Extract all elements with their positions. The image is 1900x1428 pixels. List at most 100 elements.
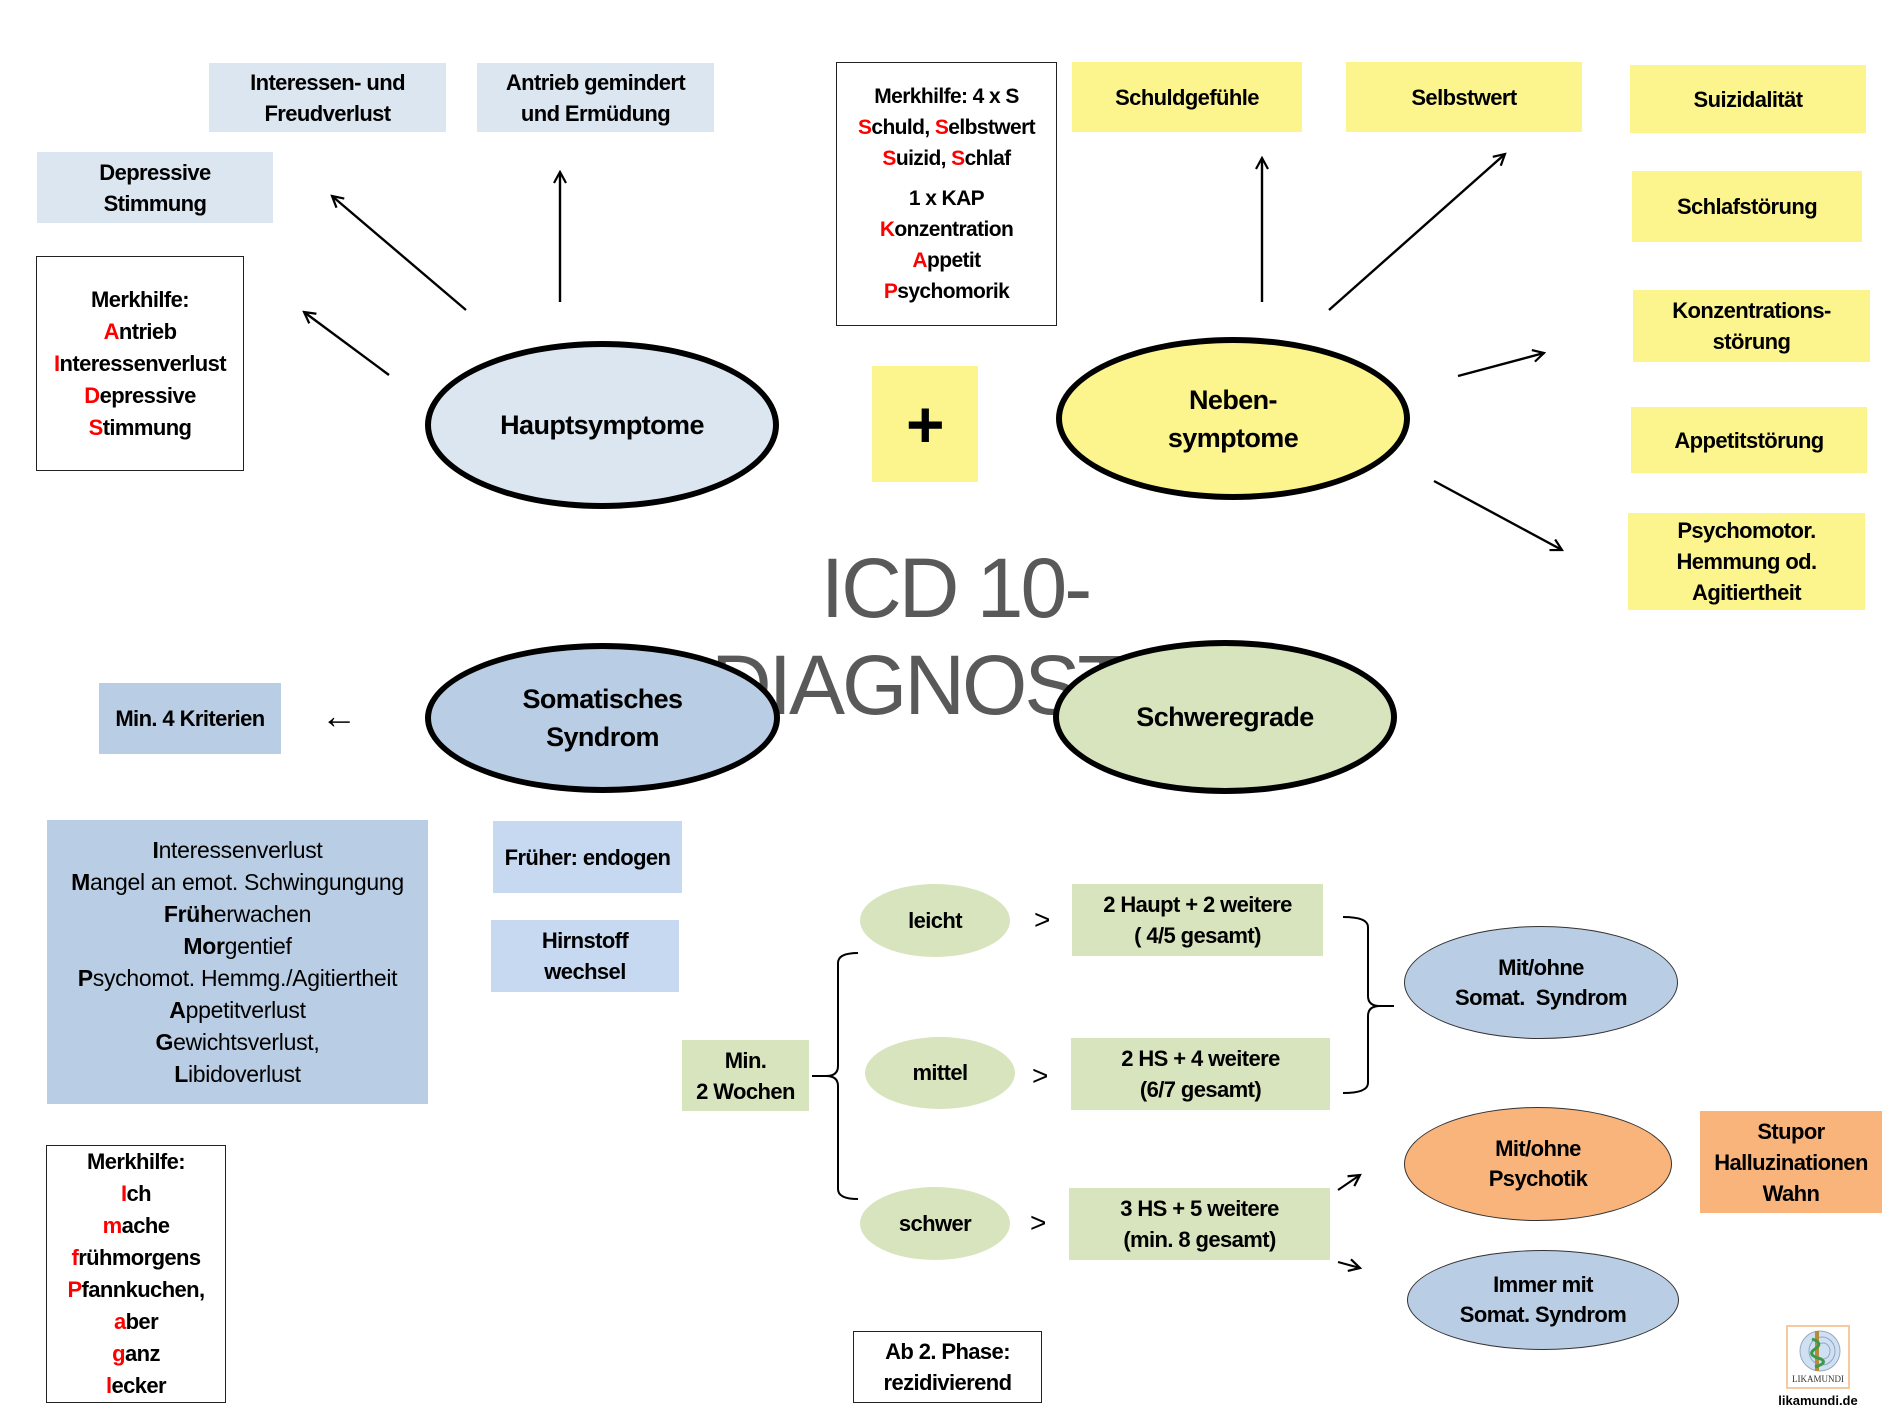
criteria-line1: 2 Haupt + 2 weitere	[1103, 892, 1292, 917]
node-somatisches-syndrom: Somatisches Syndrom	[425, 643, 780, 793]
criteria-line1: 2 HS + 4 weitere	[1121, 1046, 1280, 1071]
criteria-schwer: 3 HS + 5 weitere (min. 8 gesamt)	[1069, 1188, 1330, 1260]
criterion-item: Interessenverlust	[152, 837, 323, 863]
mnemonic-heading: Merkhilfe:	[91, 286, 190, 312]
symptom-label: Konzentrations- störung	[1672, 298, 1831, 354]
symptom-label: Antrieb gemindert und Ermüdung	[505, 69, 686, 126]
outcome-immer-mit-somat: Immer mit Somat. Syndrom	[1407, 1250, 1679, 1350]
symptom-schuldgefuehle: Schuldgefühle	[1072, 62, 1302, 132]
mnemonic-line: Antrieb	[103, 318, 177, 344]
symptom-label: Schuldgefühle	[1115, 84, 1259, 110]
outcome-line2: Somat. Syndrom	[1459, 1302, 1627, 1327]
severity-label: schwer	[898, 1210, 972, 1236]
symptom-label: Schlafstörung	[1676, 194, 1818, 219]
node-label: Hauptsymptome	[500, 410, 704, 440]
min-criteria-label: Min. 4 Kriterien	[115, 706, 265, 731]
neurotransmitter-box: Hirnstoff wechsel	[491, 920, 679, 992]
criteria-leicht: 2 Haupt + 2 weitere ( 4/5 gesamt)	[1072, 884, 1323, 956]
symptom-label: Interessen- und Freudverlust	[250, 69, 405, 126]
mnemonic-line: Ich	[121, 1181, 152, 1206]
neuro-line2: wechsel	[544, 959, 626, 984]
node-label-line1: Somatisches	[522, 684, 684, 714]
symptom-psychomotor: Psychomotor. Hemmung od. Agitiertheit	[1628, 513, 1865, 610]
mnemonic-line: Konzentration	[879, 218, 1014, 241]
mnemonic-line: frühmorgens	[71, 1245, 201, 1270]
outcome-line1: Immer mit	[1493, 1272, 1593, 1297]
criteria-line2: (6/7 gesamt)	[1139, 1077, 1262, 1102]
severity-leicht: leicht	[860, 884, 1010, 957]
likamundi-logo: LIKAMUNDI	[1786, 1325, 1850, 1389]
mnemonic-line: Psychomorik	[883, 280, 1010, 303]
caduceus-icon	[1790, 1330, 1846, 1384]
mnemonic-line: Schuld, Selbstwert	[857, 116, 1036, 139]
symptom-interessenverlust: Interessen- und Freudverlust	[209, 63, 446, 132]
mnemonic-line: ganz	[112, 1341, 160, 1366]
criterion-item: Psychomot. Hemmg./Agitiertheit	[77, 965, 398, 991]
mnemonic-heading: Merkhilfe:	[87, 1149, 186, 1174]
feature-item: Halluzinationen	[1714, 1149, 1868, 1175]
website-link[interactable]: likamundi.de	[1778, 1393, 1858, 1408]
criterion-item: Morgentief	[183, 933, 292, 959]
mnemonic-line: aber	[113, 1309, 159, 1334]
mnemonic-line: Interessenverlust	[53, 350, 227, 376]
symptom-suizidalitaet: Suizidalität	[1630, 65, 1866, 133]
arrow-to-interessen	[332, 196, 467, 311]
psychotic-features-box: Stupor Halluzinationen Wahn	[1700, 1111, 1882, 1213]
mnemonic-line: Depressive	[84, 382, 196, 408]
outcome-mit-ohne-psychotik: Mit/ohne Psychotik	[1404, 1107, 1672, 1221]
node-label: Schweregrade	[1136, 702, 1314, 732]
min-criteria-box: Min. 4 Kriterien	[99, 683, 281, 754]
symptom-label: Suizidalität	[1693, 86, 1804, 112]
plus-icon: +	[906, 387, 945, 461]
arrow-to-immer-mit	[1337, 1262, 1360, 1268]
criteria-mittel: 2 HS + 4 weitere (6/7 gesamt)	[1071, 1038, 1330, 1110]
arrow-left-icon: ←	[321, 695, 357, 736]
duration-box: Min. 2 Wochen	[682, 1040, 809, 1111]
mnemonic-heading: Merkhilfe: 4 x S	[874, 85, 1019, 108]
criterion-item: Gewichtsverlust,	[155, 1029, 320, 1055]
symptom-selbstwert: Selbstwert	[1346, 62, 1582, 132]
outcome-line1: Mit/ohne	[1498, 954, 1584, 980]
symptom-appetitstoerung: Appetitstörung	[1631, 407, 1867, 473]
criterion-item: Libidoverlust	[174, 1061, 301, 1087]
criterion-item: Früherwachen	[163, 901, 312, 927]
arrow-to-merkhilfe-aids	[304, 312, 390, 376]
criteria-line1: 3 HS + 5 weitere	[1120, 1196, 1279, 1221]
outcome-line2: Somat. Syndrom	[1455, 984, 1628, 1010]
arrow-to-konzentration	[1457, 353, 1544, 378]
symptom-label: Psychomotor. Hemmung od. Agitiertheit	[1676, 518, 1817, 605]
node-hauptsymptome: Hauptsymptome	[425, 341, 779, 509]
severity-mittel: mittel	[865, 1037, 1015, 1109]
mnemonic-line: mache	[102, 1213, 170, 1238]
duration-line2: 2 Wochen	[696, 1078, 795, 1104]
mnemonic-4s-kap: Merkhilfe: 4 x S Schuld, Selbstwert Suiz…	[836, 62, 1057, 326]
somatic-criteria-list: Interessenverlust Mangel an emot. Schwin…	[47, 820, 428, 1104]
mnemonic-line: Pfannkuchen,	[67, 1277, 205, 1302]
node-nebensymptome: Neben- symptome	[1056, 337, 1410, 500]
plus-box: +	[872, 366, 978, 482]
feature-item: Wahn	[1762, 1180, 1820, 1206]
outcome-line1: Mit/ohne	[1495, 1136, 1581, 1161]
criteria-line2: (min. 8 gesamt)	[1123, 1227, 1276, 1252]
outcome-mit-ohne-somat: Mit/ohne Somat. Syndrom	[1404, 926, 1678, 1039]
chevron-right-icon: >	[1032, 1060, 1049, 1091]
node-label-line1: Neben-	[1189, 384, 1278, 415]
neuro-line1: Hirnstoff	[541, 928, 629, 953]
criterion-item: Appetitverlust	[169, 997, 306, 1023]
mnemonic-line: Suizid, Schlaf	[882, 147, 1011, 170]
arrow-to-selbstwert	[1328, 154, 1505, 311]
symptom-antrieb: Antrieb gemindert und Ermüdung	[477, 63, 714, 132]
node-label-line2: Syndrom	[546, 722, 659, 752]
criteria-line2: ( 4/5 gesamt)	[1134, 923, 1261, 948]
severity-schwer: schwer	[860, 1187, 1010, 1260]
formerly-endogenous-box: Früher: endogen	[493, 821, 682, 893]
bracket-left	[812, 952, 859, 1200]
logo-wordmark: LIKAMUNDI	[1792, 1374, 1844, 1384]
symptom-depressive-stimmung: Depressive Stimmung	[37, 152, 273, 223]
arrow-to-psychotik	[1337, 1175, 1360, 1191]
duration-line1: Min.	[724, 1047, 767, 1073]
arrow-to-psychomotor	[1433, 479, 1562, 550]
mnemonic-line: lecker	[105, 1373, 167, 1398]
outcome-line2: Psychotik	[1488, 1166, 1588, 1191]
